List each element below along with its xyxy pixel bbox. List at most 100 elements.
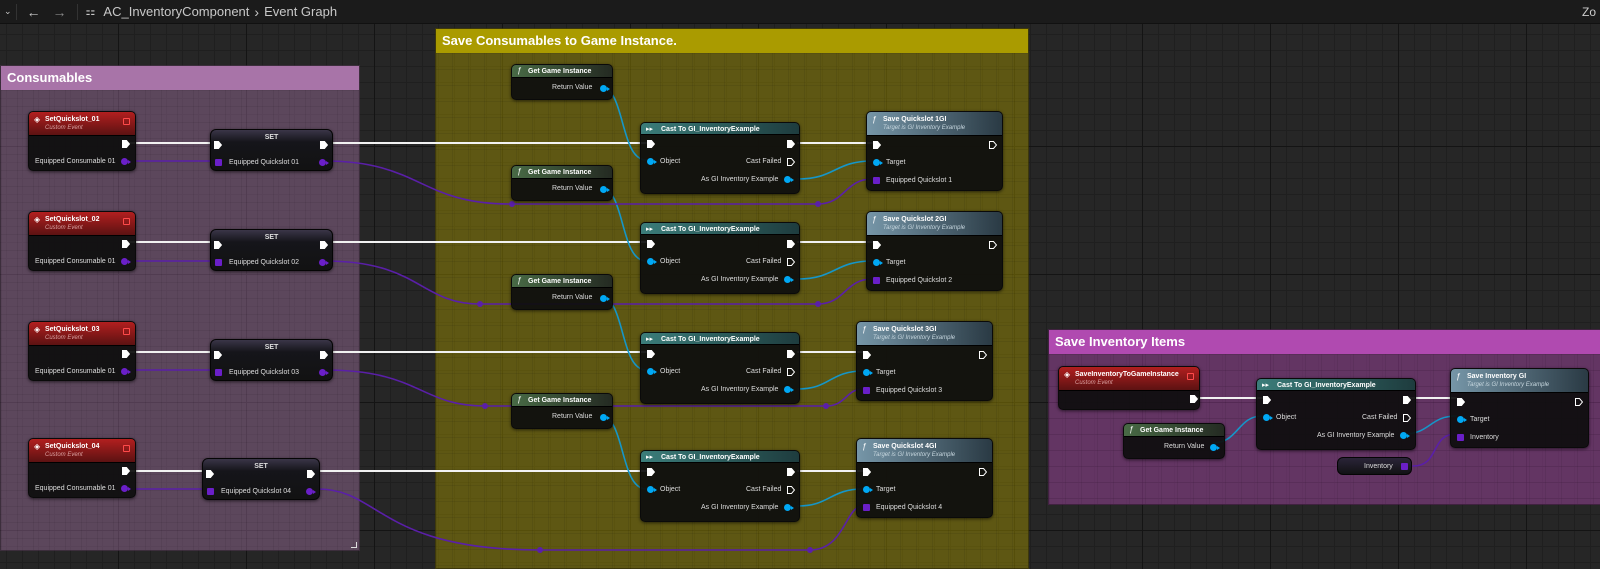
- exec-pin-icon[interactable]: [863, 351, 871, 359]
- data-pin-icon[interactable]: [647, 486, 654, 493]
- struct-pin-icon[interactable]: [863, 387, 870, 394]
- struct-pin-icon[interactable]: [873, 277, 880, 284]
- data-pin-icon[interactable]: [873, 259, 880, 266]
- exec-pin-icon[interactable]: [787, 350, 795, 358]
- exec-pin-icon[interactable]: [979, 468, 987, 476]
- save-quickslot-node[interactable]: ƒ Save Quickslot 3GI Target is GI Invent…: [856, 321, 993, 401]
- comment-title[interactable]: Save Inventory Items: [1049, 330, 1600, 354]
- custom-event-node[interactable]: ◈ SetQuickslot_01 Custom Event Equipped …: [28, 111, 136, 171]
- data-pin-icon[interactable]: [873, 159, 880, 166]
- struct-pin-icon[interactable]: [207, 488, 214, 495]
- exec-pin-icon[interactable]: [787, 368, 795, 376]
- struct-pin-icon[interactable]: [215, 369, 222, 376]
- data-pin-icon[interactable]: [647, 258, 654, 265]
- data-pin-icon[interactable]: [1400, 432, 1407, 439]
- custom-event-node[interactable]: ◈ SetQuickslot_04 Custom Event Equipped …: [28, 438, 136, 498]
- data-pin-icon[interactable]: [319, 159, 326, 166]
- struct-pin-icon[interactable]: [215, 159, 222, 166]
- struct-pin-icon[interactable]: [863, 504, 870, 511]
- breadcrumb-component[interactable]: AC_InventoryComponent: [103, 4, 250, 19]
- set-variable-node[interactable]: SET Equipped Quickslot 02: [210, 229, 333, 271]
- data-pin-icon[interactable]: [319, 259, 326, 266]
- data-pin-icon[interactable]: [784, 504, 791, 511]
- struct-pin-icon[interactable]: [1457, 434, 1464, 441]
- exec-pin-icon[interactable]: [647, 240, 655, 248]
- exec-pin-icon[interactable]: [787, 140, 795, 148]
- struct-pin-icon[interactable]: [215, 259, 222, 266]
- cast-node[interactable]: ▸▸ Cast To GI_InventoryExample Object Ca…: [640, 122, 800, 194]
- exec-pin-icon[interactable]: [320, 141, 328, 149]
- blueprint-hierarchy-icon[interactable]: ⚏: [85, 6, 96, 18]
- save-quickslot-node[interactable]: ƒ Save Quickslot 1GI Target is GI Invent…: [866, 111, 1003, 191]
- exec-pin-icon[interactable]: [214, 141, 222, 149]
- data-pin-icon[interactable]: [1210, 444, 1217, 451]
- exec-pin-icon[interactable]: [647, 350, 655, 358]
- comment-title[interactable]: Save Consumables to Game Instance.: [436, 29, 1028, 53]
- data-pin-icon[interactable]: [784, 176, 791, 183]
- data-pin-icon[interactable]: [784, 386, 791, 393]
- save-quickslot-node[interactable]: ƒ Save Quickslot 4GI Target is GI Invent…: [856, 438, 993, 518]
- exec-pin-icon[interactable]: [320, 241, 328, 249]
- data-pin-icon[interactable]: [121, 368, 128, 375]
- data-pin-icon[interactable]: [863, 486, 870, 493]
- exec-pin-icon[interactable]: [214, 241, 222, 249]
- exec-pin-icon[interactable]: [647, 468, 655, 476]
- data-pin-icon[interactable]: [121, 485, 128, 492]
- custom-event-node[interactable]: ◈ SetQuickslot_03 Custom Event Equipped …: [28, 321, 136, 381]
- graph-canvas[interactable]: Consumables Save Consumables to Game Ins…: [0, 24, 1600, 569]
- get-game-instance-node[interactable]: ƒ Get Game Instance Return Value: [511, 64, 613, 100]
- exec-pin-icon[interactable]: [787, 486, 795, 494]
- back-arrow-icon[interactable]: ←: [26, 3, 41, 20]
- data-pin-icon[interactable]: [647, 368, 654, 375]
- data-pin-icon[interactable]: [121, 258, 128, 265]
- exec-pin-icon[interactable]: [206, 470, 214, 478]
- exec-pin-icon[interactable]: [1403, 396, 1411, 404]
- cast-node[interactable]: ▸▸ Cast To GI_InventoryExample Object Ca…: [1256, 378, 1416, 450]
- save-quickslot-node[interactable]: ƒ Save Quickslot 2GI Target is GI Invent…: [866, 211, 1003, 291]
- exec-pin-icon[interactable]: [1575, 398, 1583, 406]
- struct-pin-icon[interactable]: [1401, 463, 1408, 470]
- set-variable-node[interactable]: SET Equipped Quickslot 04: [202, 458, 320, 500]
- custom-event-node[interactable]: ◈ SaveInventoryToGameInstance Custom Eve…: [1058, 366, 1200, 410]
- data-pin-icon[interactable]: [784, 276, 791, 283]
- data-pin-icon[interactable]: [1263, 414, 1270, 421]
- exec-pin-icon[interactable]: [873, 241, 881, 249]
- exec-pin-icon[interactable]: [647, 140, 655, 148]
- set-variable-node[interactable]: SET Equipped Quickslot 03: [210, 339, 333, 381]
- exec-pin-icon[interactable]: [1190, 395, 1198, 403]
- breadcrumb-graph[interactable]: Event Graph: [264, 4, 338, 19]
- data-pin-icon[interactable]: [600, 186, 607, 193]
- data-pin-icon[interactable]: [306, 488, 313, 495]
- data-pin-icon[interactable]: [319, 369, 326, 376]
- get-game-instance-node[interactable]: ƒ Get Game Instance Return Value: [1123, 423, 1225, 459]
- exec-pin-icon[interactable]: [1403, 414, 1411, 422]
- exec-pin-icon[interactable]: [122, 350, 130, 358]
- data-pin-icon[interactable]: [600, 414, 607, 421]
- exec-pin-icon[interactable]: [989, 241, 997, 249]
- menu-icon[interactable]: ⌄: [4, 6, 12, 16]
- exec-pin-icon[interactable]: [1457, 398, 1465, 406]
- get-game-instance-node[interactable]: ƒ Get Game Instance Return Value: [511, 165, 613, 201]
- data-pin-icon[interactable]: [1457, 416, 1464, 423]
- cast-node[interactable]: ▸▸ Cast To GI_InventoryExample Object Ca…: [640, 450, 800, 522]
- exec-pin-icon[interactable]: [320, 351, 328, 359]
- exec-pin-icon[interactable]: [787, 158, 795, 166]
- exec-pin-icon[interactable]: [1263, 396, 1271, 404]
- data-pin-icon[interactable]: [600, 85, 607, 92]
- exec-pin-icon[interactable]: [122, 140, 130, 148]
- exec-pin-icon[interactable]: [863, 468, 871, 476]
- exec-pin-icon[interactable]: [122, 467, 130, 475]
- set-variable-node[interactable]: SET Equipped Quickslot 01: [210, 129, 333, 171]
- exec-pin-icon[interactable]: [307, 470, 315, 478]
- struct-pin-icon[interactable]: [873, 177, 880, 184]
- data-pin-icon[interactable]: [600, 295, 607, 302]
- exec-pin-icon[interactable]: [214, 351, 222, 359]
- data-pin-icon[interactable]: [647, 158, 654, 165]
- get-game-instance-node[interactable]: ƒ Get Game Instance Return Value: [511, 393, 613, 429]
- inventory-variable-node[interactable]: Inventory: [1337, 457, 1412, 475]
- exec-pin-icon[interactable]: [122, 240, 130, 248]
- cast-node[interactable]: ▸▸ Cast To GI_InventoryExample Object Ca…: [640, 332, 800, 404]
- custom-event-node[interactable]: ◈ SetQuickslot_02 Custom Event Equipped …: [28, 211, 136, 271]
- comment-title[interactable]: Consumables: [1, 66, 359, 90]
- save-inventory-node[interactable]: ƒ Save Inventory GI Target is GI Invento…: [1450, 368, 1589, 448]
